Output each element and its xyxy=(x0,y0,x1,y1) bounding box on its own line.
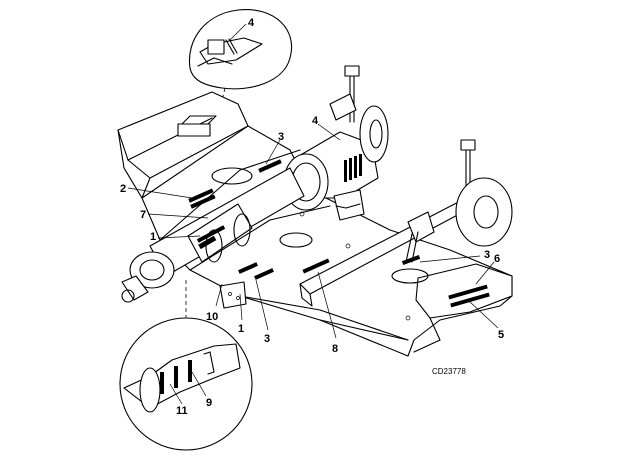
callout-11: 11 xyxy=(176,405,188,417)
inset-bottom-detail xyxy=(119,280,253,451)
hitch-bar xyxy=(299,195,479,307)
leader-lines xyxy=(127,23,499,405)
callout-1-left: 1 xyxy=(150,231,156,243)
decal-1 xyxy=(196,225,226,243)
callout-5: 5 xyxy=(498,329,504,341)
callout-labels: 4 3 4 2 7 1 3 6 5 10 1 3 8 11 9 CD23778 xyxy=(120,17,504,417)
decal-2 xyxy=(188,188,216,209)
callout-6: 6 xyxy=(494,253,500,265)
callout-4-mid: 4 xyxy=(312,115,319,127)
rear-wheel-left xyxy=(329,65,389,163)
callout-3-bottom: 3 xyxy=(264,333,270,345)
decal-5-6 xyxy=(448,284,490,308)
decal-3-mid xyxy=(238,262,274,280)
callout-9: 9 xyxy=(206,397,212,409)
inset-top-detail xyxy=(188,9,293,119)
decal-3-right xyxy=(401,255,421,265)
gearbox-fins xyxy=(344,154,362,182)
callout-4-top: 4 xyxy=(248,17,255,29)
callout-1-bottom: 1 xyxy=(238,323,244,335)
callout-8: 8 xyxy=(332,343,338,355)
callout-7: 7 xyxy=(140,209,146,221)
callout-2: 2 xyxy=(120,183,126,195)
mower-deck xyxy=(117,91,513,357)
callout-3-top: 3 xyxy=(278,131,284,143)
figure-code: CD23778 xyxy=(432,367,466,376)
callout-3-right: 3 xyxy=(484,249,490,261)
pto-driveshaft xyxy=(121,167,305,303)
decal-8 xyxy=(302,258,330,274)
rear-wheel-right xyxy=(455,139,513,247)
decals xyxy=(188,159,490,309)
decal-3-top xyxy=(258,159,282,173)
decal-10-plate xyxy=(219,281,247,309)
callout-10: 10 xyxy=(206,311,218,323)
